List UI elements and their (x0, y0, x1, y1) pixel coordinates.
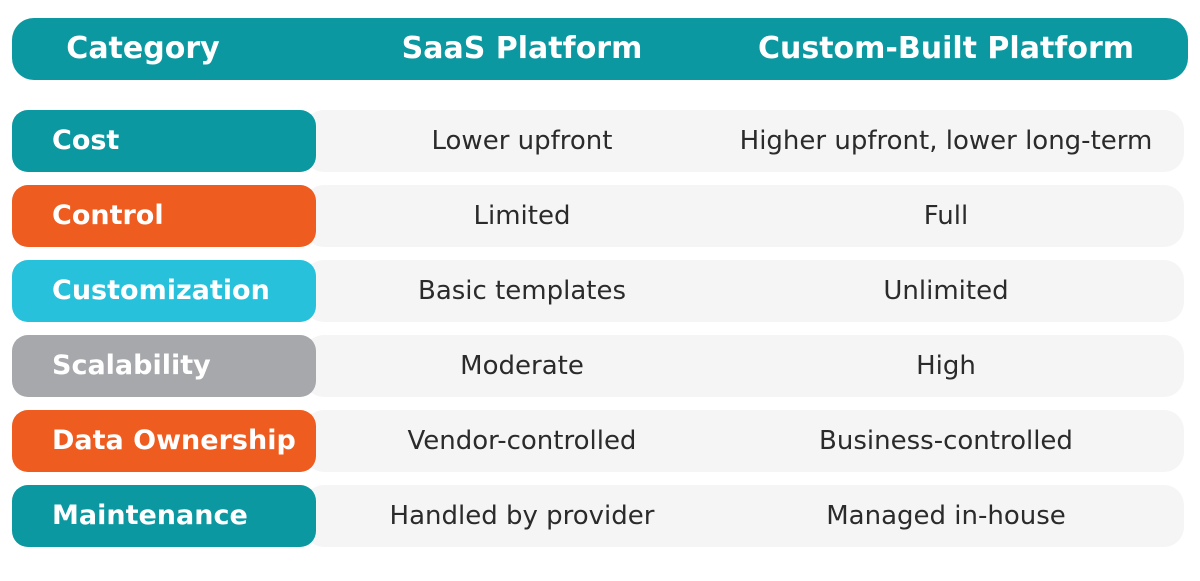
table-row: Customization Basic templates Unlimited (12, 260, 1184, 322)
table-row: Maintenance Handled by provider Managed … (12, 485, 1184, 547)
saas-value: Basic templates (417, 276, 626, 306)
row-background (304, 185, 1184, 247)
custom-value: Managed in-house (826, 501, 1066, 531)
row-background (304, 335, 1184, 397)
custom-value: High (916, 351, 976, 381)
category-pill-data-ownership: Data Ownership (12, 410, 316, 472)
table-row: Control Limited Full (12, 185, 1184, 247)
table-row: Data Ownership Vendor-controlled Busines… (12, 410, 1184, 472)
category-pill-maintenance: Maintenance (12, 485, 316, 547)
saas-value: Handled by provider (389, 501, 655, 531)
category-pill-customization: Customization (12, 260, 316, 322)
custom-value: Unlimited (883, 276, 1009, 306)
saas-value: Vendor-controlled (407, 426, 637, 456)
category-pill-control: Control (12, 185, 316, 247)
table-row: Cost Lower upfront Higher upfront, lower… (12, 110, 1184, 172)
custom-value: Higher upfront, lower long-term (739, 126, 1153, 156)
header-category: Category (66, 31, 220, 66)
saas-value: Moderate (460, 351, 584, 381)
table-row: Scalability Moderate High (12, 335, 1184, 397)
category-pill-cost: Cost (12, 110, 316, 172)
table-header: Category SaaS Platform Custom-Built Plat… (12, 18, 1188, 80)
header-saas-platform: SaaS Platform (401, 31, 643, 66)
row-background (304, 485, 1184, 547)
row-background (304, 110, 1184, 172)
row-background (304, 410, 1184, 472)
header-custom-built-platform: Custom-Built Platform (757, 31, 1135, 66)
saas-value: Limited (473, 201, 571, 231)
category-pill-scalability: Scalability (12, 335, 316, 397)
custom-value: Full (923, 201, 969, 231)
custom-value: Business-controlled (819, 426, 1073, 456)
saas-value: Lower upfront (431, 126, 613, 156)
row-background (304, 260, 1184, 322)
